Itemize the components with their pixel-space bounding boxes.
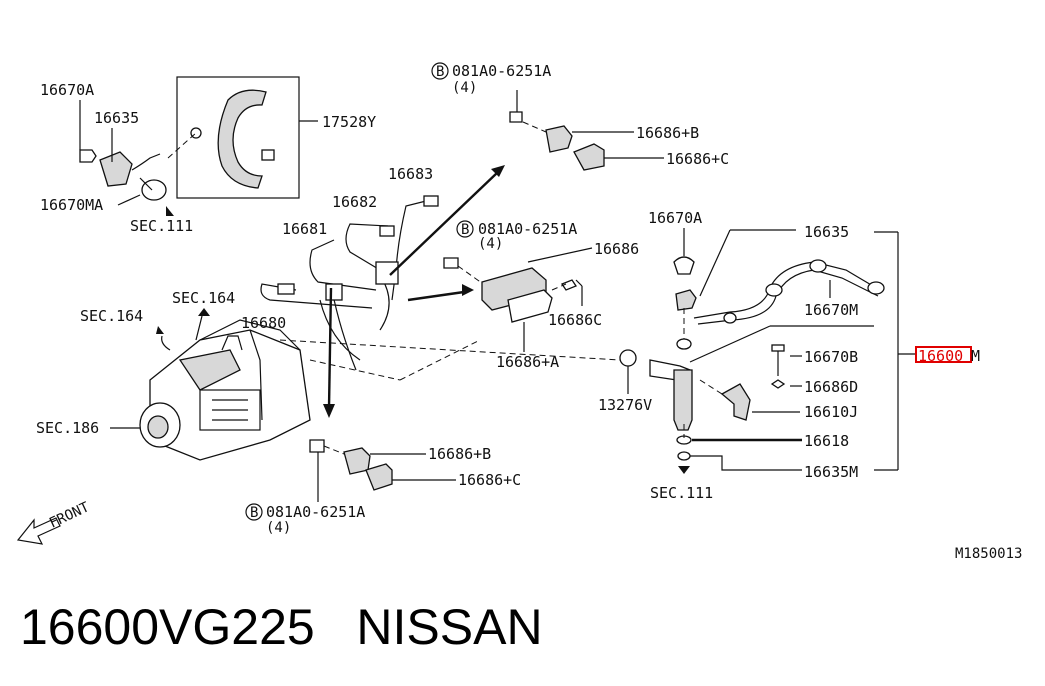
ref-code: M1850013 [955,546,1022,562]
clip-16686a [507,289,553,323]
label-16686b-top: 16686+B [636,124,699,142]
label-16686c-top: 16686+C [666,150,729,168]
label-16670ma: 16670MA [40,196,103,214]
label-081-bot: 081A0-6251A [266,503,365,521]
label-16686b-bot: 16686+B [428,445,491,463]
bracket-16635 [99,151,133,187]
mid-clip-group [443,220,593,352]
label-sec111-bot: SEC.111 [650,484,713,502]
bolt-16670a [79,149,97,163]
label-16635-right: 16635 [804,223,849,241]
label-4-top: (4) [452,80,477,96]
labels: 16670A 16635 17528Y 16670MA SEC.111 B 08… [36,62,1022,562]
label-16680: 16680 [241,314,286,332]
arrow-down-icon [166,206,174,216]
bottom-clip-group [245,439,456,521]
label-4-mid: (4) [478,236,503,252]
circle-b-icon [431,62,449,80]
highlight-box[interactable] [915,346,972,363]
injector-assembly [619,228,916,474]
inset-box-17528y [176,76,300,199]
label-16600[interactable]: 16600 [918,347,963,365]
label-081-top: 081A0-6251A [452,62,551,80]
cap-16670a [673,256,695,275]
clip-16686b-bot [343,447,371,475]
caption-brand: NISSAN [356,599,543,655]
front-arrow-icon [16,517,61,545]
label-16686c-mid: 16686C [548,311,602,329]
label-16686: 16686 [594,240,639,258]
label-sec164-a: SEC.164 [172,289,235,307]
arrow-icon [491,165,505,177]
front-arrow [16,517,61,545]
connector-13276v [619,349,637,367]
label-16670a-right: 16670A [648,209,702,227]
label-16686a: 16686+A [496,353,559,371]
top-center-group [431,62,664,171]
label-16610j: 16610J [804,403,858,421]
label-b-top: B [436,64,444,80]
label-16682: 16682 [332,193,377,211]
clip-16686c-top [573,143,605,171]
label-16681: 16681 [282,220,327,238]
label-16686c-bot: 16686+C [458,471,521,489]
label-16686d: 16686D [804,378,858,396]
label-13276v: 13276V [598,396,652,414]
label-16683: 16683 [388,165,433,183]
label-b-mid: B [461,222,469,238]
clamp-part [217,89,267,189]
label-sec186: SEC.186 [36,419,99,437]
caption-part-number: 16600VG225 [20,599,315,655]
injection-pump [110,308,621,461]
label-16635m: 16635M [804,463,858,481]
injector-nozzle [673,369,693,431]
injection-tubes [260,165,505,418]
front-label: FRONT [47,499,92,532]
label-sec164-b: SEC.164 [80,307,143,325]
label-4-bot: (4) [266,520,291,536]
clamp-16610j [720,383,751,421]
label-16670m: 16670M [804,301,858,319]
label-b-bot: B [250,505,258,521]
label-16600-suffix: M [971,347,980,365]
clip-16686b-top [545,125,573,153]
label-16618: 16618 [804,432,849,450]
caption: 16600VG225 NISSAN [20,598,543,656]
label-081-mid: 081A0-6251A [478,220,577,238]
label-sec111-top: SEC.111 [130,217,193,235]
label-16670a-top: 16670A [40,81,94,99]
label-16670b: 16670B [804,348,858,366]
clip-16686c-bot [365,463,393,491]
top-left-group [79,76,318,216]
label-17528y: 17528Y [322,113,376,131]
bolt-top [509,111,523,123]
label-16635-top: 16635 [94,109,139,127]
